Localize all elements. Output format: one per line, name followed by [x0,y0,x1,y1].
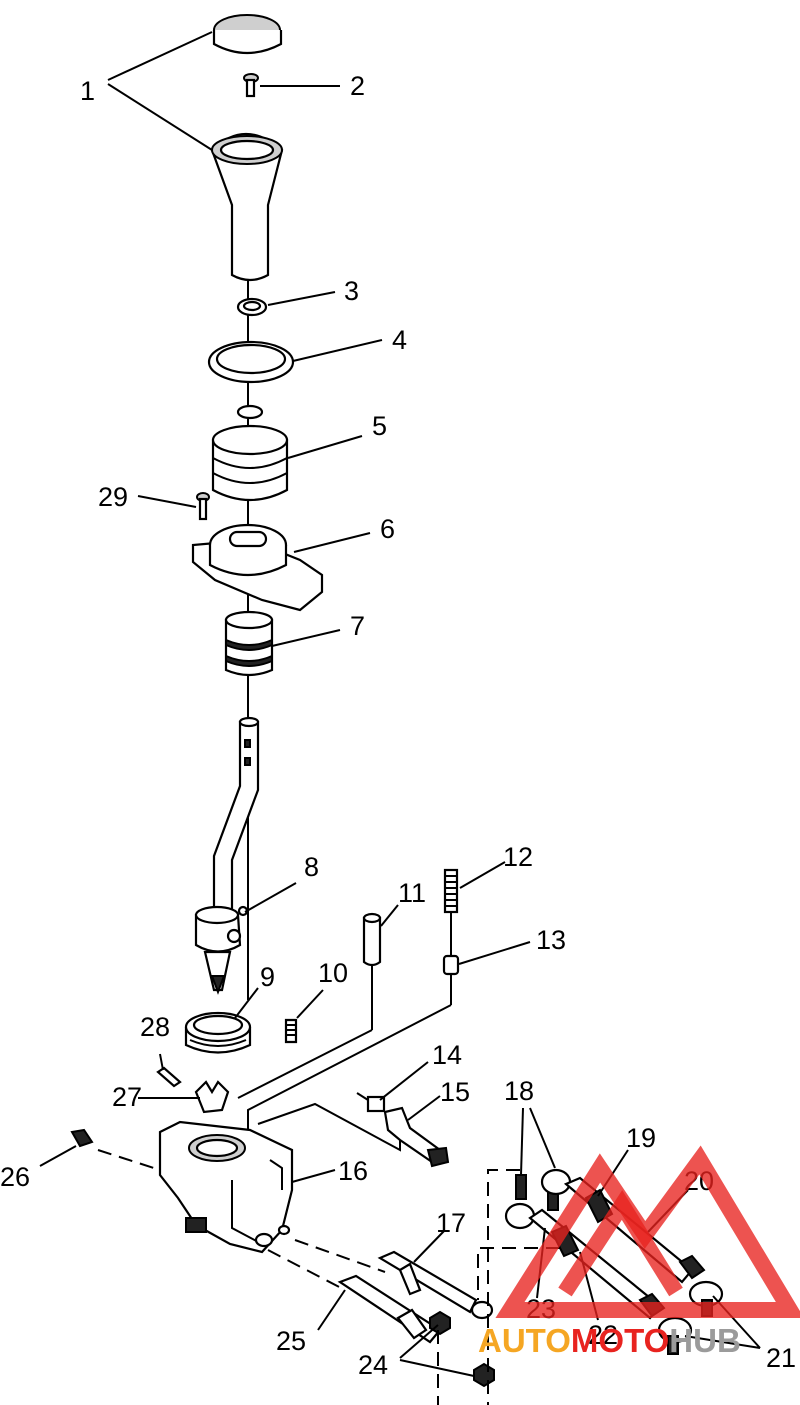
callout-13: 13 [536,925,566,955]
part-2-screw [243,73,259,98]
watermark-text: AUTOMOTOHUB [478,1322,741,1359]
part-13-detent [442,954,460,1005]
callout-14: 14 [432,1040,462,1070]
callout-labels: 1 2 3 4 5 6 7 8 9 10 11 12 13 14 15 16 1… [0,71,796,1380]
watermark-triangle-icon [495,1145,800,1318]
watermark-inner-triangle-icon [558,1190,683,1297]
dash-line-17 [294,1239,386,1273]
part-16-housing [158,1120,294,1254]
callout-21: 21 [766,1343,796,1373]
part-26-bolt [70,1128,94,1148]
part-1-knob [210,14,284,282]
dash-line-26 [97,1149,161,1171]
callout-19: 19 [626,1123,656,1153]
leader-lines [39,31,761,1377]
callout-11: 11 [398,878,426,908]
part-10-spring [284,1018,298,1044]
part-7-bellows [224,610,274,677]
callout-12: 12 [503,842,533,872]
callout-27: 27 [112,1082,142,1112]
part-14-switch [356,1092,386,1113]
part-27-fork [194,1080,230,1114]
callout-15: 15 [440,1077,470,1107]
watermark-text-hub: HUB [669,1322,741,1359]
callout-4: 4 [392,325,407,355]
callout-16: 16 [338,1156,368,1186]
callout-3: 3 [344,276,359,306]
align-line-11 [237,1029,373,1099]
callout-10: 10 [318,958,348,988]
callout-5: 5 [372,411,387,441]
callout-6: 6 [380,514,395,544]
part-15-connector [383,1106,450,1168]
part-11-pin [362,912,382,1030]
callout-22: 22 [588,1320,618,1350]
watermark-text-auto: AUTO [478,1322,571,1359]
callout-7: 7 [350,611,365,641]
watermark-text-moto: MOTO [571,1322,669,1359]
align-line-13 [247,1004,452,1130]
part-6-plate [191,523,324,612]
part-29-screw [196,492,210,521]
callout-17: 17 [436,1208,466,1238]
callout-18: 18 [504,1076,534,1106]
part-4-large-ring [207,340,295,384]
callout-25: 25 [276,1326,306,1356]
part-28-pin [156,1066,182,1088]
callout-8: 8 [304,852,319,882]
callout-24: 24 [358,1350,388,1380]
part-8-lever [194,716,260,995]
part-12-spring [443,868,459,955]
part-9-collar [184,1011,252,1054]
dash-line-25 [267,1249,346,1291]
callout-9: 9 [260,962,275,992]
part-5-boot [211,404,289,501]
part-3-ring [236,297,268,317]
dash-bracket-22 [477,1247,560,1300]
dash-bracket-18 [487,1169,520,1405]
callout-29: 29 [98,482,128,512]
callout-26: 26 [0,1162,30,1192]
watermark-logo: AUTOMOTOHUB [478,1145,800,1359]
callout-1: 1 [80,76,95,106]
callout-28: 28 [140,1012,170,1042]
callout-2: 2 [350,71,365,101]
